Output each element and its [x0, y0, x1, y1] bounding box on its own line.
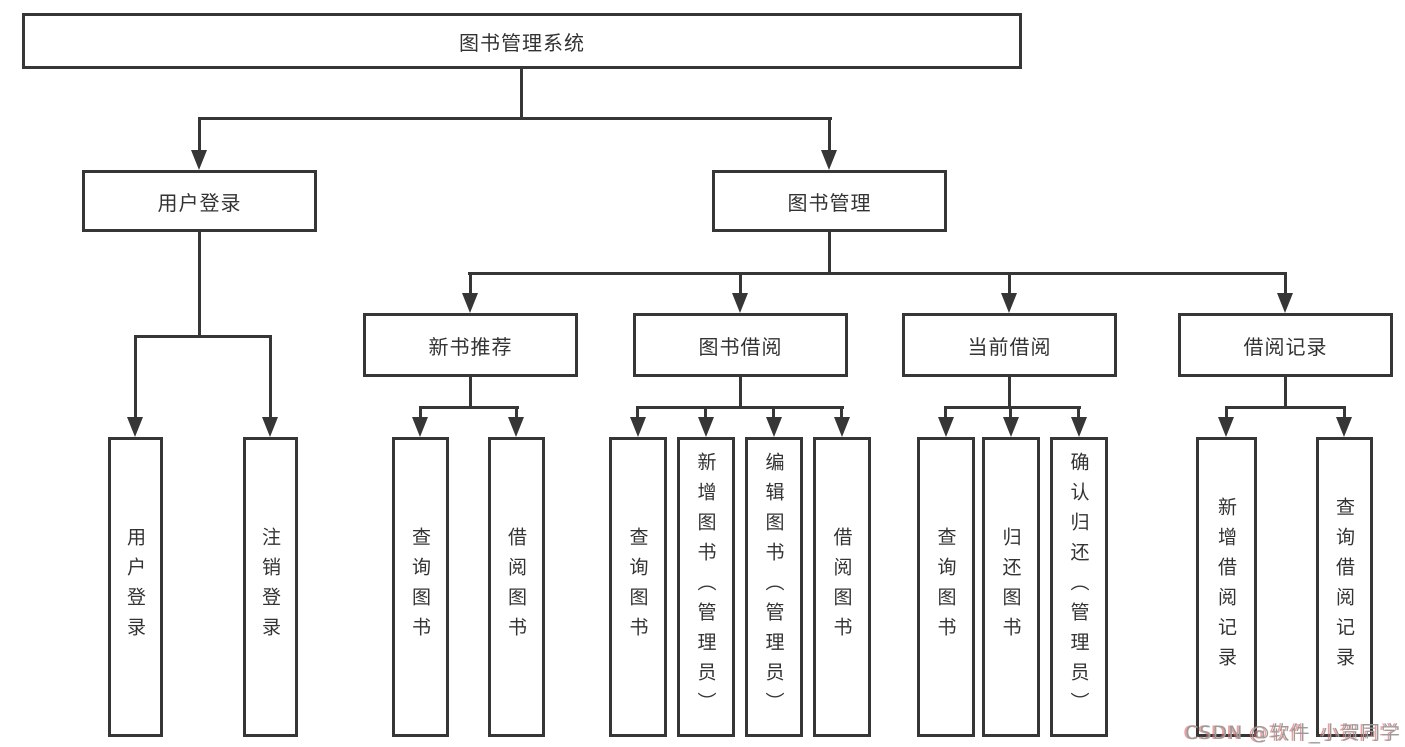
connector-records-bar [1225, 406, 1346, 409]
leaf-user-login: 用户登录 [108, 437, 163, 737]
leaf-confirm-return-admin: 确认归还（管理员） [1050, 437, 1108, 737]
node-current-borrow: 当前借阅 [902, 313, 1117, 377]
connector-borrow-child-stem [840, 409, 843, 420]
connector-current-child-stem [944, 409, 947, 420]
arrowhead-down-icon [1218, 417, 1234, 437]
connector-level3-stem [1284, 275, 1287, 295]
arrowhead-down-icon [1003, 417, 1019, 437]
arrowhead-down-icon [191, 150, 207, 170]
arrowhead-down-icon [766, 417, 782, 437]
connector-user-child-stem [134, 338, 137, 419]
connector-recommend-bar [419, 406, 519, 409]
connector-borrow-child-stem [772, 409, 775, 420]
node-book-borrow: 图书借阅 [633, 313, 848, 377]
connector-current-stem [1008, 377, 1011, 409]
connector-current-child-stem [1009, 409, 1012, 420]
leaf-borrow-books: 借阅图书 [813, 437, 871, 737]
arrowhead-down-icon [412, 417, 428, 437]
arrowhead-down-icon [821, 150, 837, 170]
connector-user-stem [198, 120, 201, 152]
leaf-return-book: 归还图书 [982, 437, 1040, 737]
connector-records-stem [1284, 377, 1287, 409]
connector-records-child-stem [1343, 409, 1346, 420]
connector-user-branch-stem [198, 232, 201, 338]
connector-recommend-stem [469, 377, 472, 409]
connector-book-stem [828, 120, 831, 152]
arrowhead-down-icon [630, 417, 646, 437]
leaf-add-borrow-record: 新增借阅记录 [1196, 437, 1257, 737]
connector-level3-stem [739, 275, 742, 295]
arrowhead-down-icon [1336, 417, 1352, 437]
connector-level3-stem [1008, 275, 1011, 295]
connector-borrow-bar [636, 406, 844, 409]
connector-user-child-stem [269, 338, 272, 419]
arrowhead-down-icon [127, 417, 143, 437]
connector-recommend-child-stem [515, 409, 518, 420]
leaf-query-books-current: 查询图书 [917, 437, 975, 737]
leaf-borrow-books-recommend: 借阅图书 [488, 437, 545, 737]
arrowhead-down-icon [698, 417, 714, 437]
arrowhead-down-icon [938, 417, 954, 437]
connector-level2-bar [198, 117, 832, 120]
arrowhead-down-icon [1277, 293, 1293, 313]
leaf-add-book-admin: 新增图书（管理员） [677, 437, 735, 737]
connector-records-child-stem [1225, 409, 1228, 420]
arrowhead-down-icon [732, 293, 748, 313]
connector-root-stem [520, 69, 523, 120]
connector-borrow-child-stem [636, 409, 639, 420]
arrowhead-down-icon [834, 417, 850, 437]
node-root: 图书管理系统 [22, 13, 1022, 69]
connector-current-bar [944, 406, 1081, 409]
connector-level3-stem [469, 275, 472, 295]
leaf-logout-login: 注销登录 [243, 437, 298, 737]
connector-borrow-stem [739, 377, 742, 409]
arrowhead-down-icon [1071, 417, 1087, 437]
leaf-query-borrow-record: 查询借阅记录 [1316, 437, 1373, 737]
arrowhead-down-icon [462, 293, 478, 313]
node-new-book-recommend: 新书推荐 [363, 313, 578, 377]
node-user-login: 用户登录 [82, 170, 317, 232]
node-borrow-records: 借阅记录 [1178, 313, 1393, 377]
arrowhead-down-icon [1001, 293, 1017, 313]
connector-current-child-stem [1077, 409, 1080, 420]
node-book-management: 图书管理 [712, 170, 947, 232]
connector-recommend-child-stem [419, 409, 422, 420]
arrowhead-down-icon [262, 417, 278, 437]
leaf-query-books-recommend: 查询图书 [392, 437, 449, 737]
connector-level3-bar [468, 272, 1287, 275]
arrowhead-down-icon [508, 417, 524, 437]
connector-user-branch-bar [134, 335, 272, 338]
leaf-edit-book-admin: 编辑图书（管理员） [745, 437, 803, 737]
connector-book-branch-stem [828, 232, 831, 275]
connector-borrow-child-stem [704, 409, 707, 420]
csdn-watermark: CSDN @软件_小贺同学 [1185, 722, 1401, 744]
leaf-query-books-borrow: 查询图书 [609, 437, 667, 737]
